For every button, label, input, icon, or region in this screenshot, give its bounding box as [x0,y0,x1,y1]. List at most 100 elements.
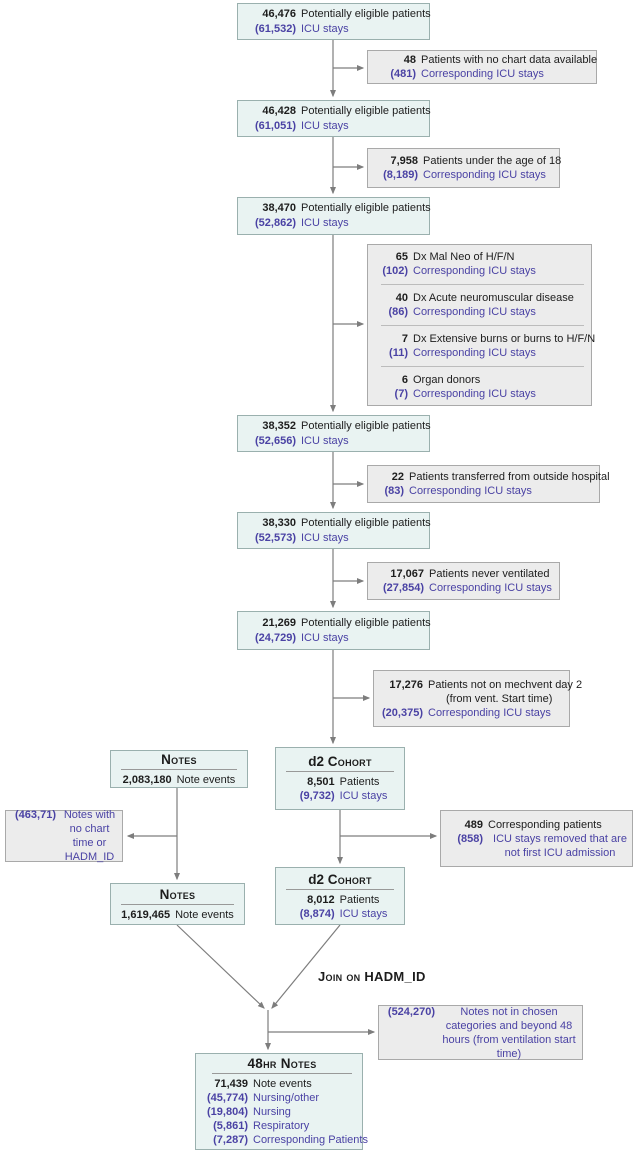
excluded-count: 40 [395,291,408,304]
stays-label: ICU stays [301,434,349,447]
removed-stays-row: (858)ICU stays removed that are not firs… [447,832,632,860]
stays-count: (52,656) [255,434,296,447]
excluded-count: 65 [395,250,408,263]
excluded-stays-count: (481) [390,68,416,80]
excluded-stays-row: (83)Corresponding ICU stays [374,484,599,498]
excluded-label: Patients transferred from outside hospit… [409,471,610,483]
excluded-stays-label: Corresponding ICU stays [413,305,536,318]
stays-count: (61,051) [255,119,296,132]
note-events-count: 71,439 [214,1078,248,1090]
patients-count: 21,269 [262,616,296,629]
stays-label: ICU stays [301,22,349,35]
notes-excluded-box: (463,71)Notes with no chart time or HADM… [5,809,123,863]
stays-count: (61,532) [255,22,296,35]
excluded-row: 40 Dx Acute neuromuscular disease [374,291,591,305]
excluded-stays-row: (27,854) Corresponding ICU stays [376,581,559,595]
excluded-stays-label: Corresponding ICU stays [421,68,544,80]
exclusion-diagnoses-box: 65 Dx Mal Neo of H/F/N (102) Corresponding… [367,244,595,406]
corresponding-patients-row: (7,287) Corresponding Patients [202,1133,368,1147]
excluded-label: Notes with no chart time or HADM_ID [63,809,116,863]
excluded-stays-count: (27,854) [383,582,424,594]
patients-count: 46,428 [262,104,296,117]
stays-label: ICU stays removed that are not first ICU… [493,832,627,859]
patients-count: 8,501 [307,776,335,788]
patients-row: 46,428 Potentially eligible patients [250,104,431,119]
join-on-hadm-id-label: Join on HADM_ID [318,969,426,984]
excluded-stays-count: (102) [382,264,408,277]
patients-count: 489 [464,818,483,831]
excluded-row: 22 Patients transferred from outside hosp… [374,470,610,484]
excluded-stays-row: (8,189)Corresponding ICU stays [376,168,559,182]
stays-count: (9,732) [299,790,335,802]
48hr-notes-title: 48hr Notes [247,1056,317,1071]
excluded-count: 22 [391,471,404,483]
eligible-box-6: 21,269 Potentially eligible patients (24,… [237,611,431,650]
excluded-stays-label: Corresponding ICU stays [429,582,552,594]
excluded-label-cont: (from vent. Start time) [446,692,553,705]
excluded-stays-row: (86) Corresponding ICU stays [374,305,591,319]
title-rule [286,771,394,772]
excluded-row: 65 Dx Mal Neo of H/F/N [374,250,591,264]
title-rule [121,768,237,770]
title-rule [121,903,234,905]
stays-label: ICU stays [339,907,388,920]
eligible-box-1: 46,476 Potentially eligible patients (61,… [237,3,431,40]
patients-label: Potentially eligible patients [301,516,431,529]
patients-label: Potentially eligible patients [301,202,431,214]
excluded-stays-count: (86) [388,305,408,318]
excluded-row: (524,270)Notes not in chosen categories … [383,1005,578,1061]
excluded-label: Patients under the age of 18 [423,155,562,167]
corresponding-patients-label: Corresponding Patients [253,1134,368,1146]
note-events-count: 2,083,180 [122,773,172,786]
title-rule [286,888,394,890]
stays-count: (8,874) [299,907,335,920]
stays-label: ICU stays [301,119,349,132]
excluded-stays-row: (481) Corresponding ICU stays [376,67,596,81]
icu-stays-row: (8,874) ICU stays [293,907,388,921]
notes-title: Notes [159,886,196,902]
patients-label: Potentially eligible patients [301,616,431,629]
stays-label: ICU stays [301,217,349,229]
d2-cohort-title: d2 Cohort [276,872,404,888]
patients-label: Potentially eligible patients [301,104,431,117]
note-events-label: Note events [176,773,236,786]
corresponding-patients-count: (7,287) [213,1134,248,1146]
excluded-count: 6 [401,373,408,386]
excluded-stays-label: Corresponding ICU stays [423,169,546,181]
patients-row: 46,476 Potentially eligible patients [250,7,431,22]
excluded-stays-count: (20,375) [382,706,423,719]
nursing-count: (19,804) [207,1106,248,1118]
patients-count: 46,476 [262,7,296,20]
nursing-other-row: (45,774)Nursing/other [202,1091,362,1105]
patients-label: Potentially eligible patients [301,7,431,20]
cohort-word: Cohort [327,871,372,887]
excluded-label-cont-row: (from vent. Start time) [379,692,569,706]
excluded-label: Dx Acute neuromuscular disease [413,291,574,304]
excluded-label: Patients not on mechvent day 2 [428,678,583,691]
excluded-label: Dx Mal Neo of H/F/N [413,250,515,263]
notes-not-chosen-box: (524,270)Notes not in chosen categories … [378,1005,583,1060]
excluded-transferred-box: 22 Patients transferred from outside hosp… [367,465,610,503]
icu-stays-row: (52,862)ICU stays [250,216,429,231]
icu-stays-row: (24,729)ICU stays [250,631,429,646]
note-events-count: 1,619,465 [121,908,171,921]
excluded-stays-label: Corresponding ICU stays [413,387,536,400]
excluded-count: 7 [401,332,408,345]
excluded-label: Patients with no chart data available [421,54,598,66]
excluded-stays-label: Corresponding ICU stays [409,485,532,497]
